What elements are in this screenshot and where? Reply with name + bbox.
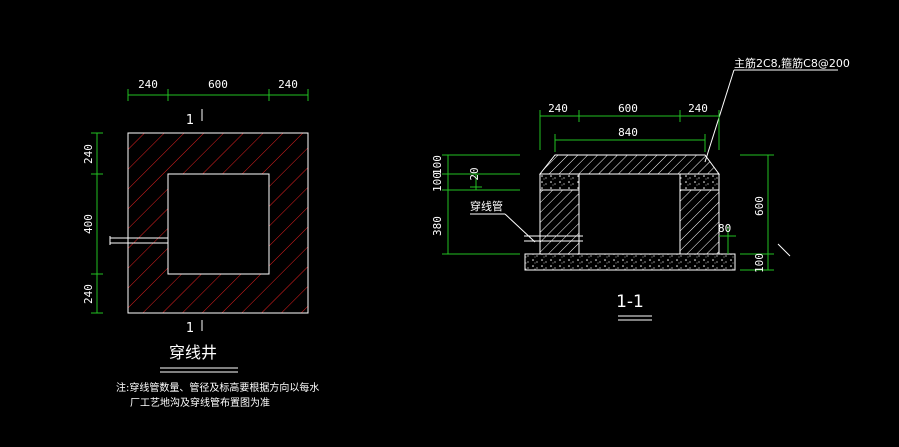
- section-dim-right-1: 600: [753, 196, 766, 216]
- section-left-dimension: 100 100 20 380: [431, 154, 520, 255]
- section-cover-slab: [538, 154, 720, 175]
- section-dim-top-1: 240: [548, 102, 568, 115]
- plan-view: 240 600 240 240 400 240 1 1 穿线井 注:穿线管数量、…: [82, 78, 319, 409]
- plan-dim-left-1: 240: [82, 144, 95, 164]
- section-beam-left: [539, 173, 580, 191]
- pipe-label: 穿线管: [470, 199, 503, 213]
- section-dim-80: 80: [718, 222, 731, 235]
- plan-dim-left-3: 240: [82, 284, 95, 304]
- plan-top-dimension: 240 600 240: [127, 78, 309, 101]
- plan-dim-top-2: 600: [208, 78, 228, 91]
- plan-section-marks: 1 1: [186, 109, 203, 336]
- section-dim-840: 840: [618, 126, 638, 139]
- plan-dim-top-3: 240: [278, 78, 298, 91]
- section-title: 1-1: [616, 292, 644, 312]
- plan-note-line2: 厂工艺地沟及穿线管布置图为准: [130, 396, 270, 409]
- section-dim-left-3: 20: [468, 167, 481, 180]
- section-view: 主筋2C8,箍筋C8@200 240 600 240 840: [431, 56, 850, 321]
- section-beam-right: [679, 173, 720, 191]
- section-dim-left-2: 100: [431, 172, 444, 192]
- section-dim-left-4: 380: [431, 216, 444, 236]
- section-dim-right-2: 100: [753, 253, 766, 273]
- plan-opening: [167, 173, 270, 275]
- rebar-leader: 主筋2C8,箍筋C8@200: [704, 56, 850, 163]
- section-base-slab: [524, 253, 736, 271]
- section-pipe: 穿线管: [470, 199, 583, 243]
- plan-pipe: [109, 236, 168, 245]
- section-top-dimension: 240 600 240: [539, 102, 720, 150]
- plan-dim-top-1: 240: [138, 78, 158, 91]
- section-right-wall: [679, 189, 720, 255]
- section-right-dimension: 600 100: [740, 154, 791, 273]
- section-mark-top: 1: [186, 113, 194, 128]
- section-small-dimension: 80: [718, 222, 736, 254]
- plan-note-line1: 注:穿线管数量、管径及标高要根据方向以每水: [116, 381, 319, 394]
- section-dim-left-1: 100: [431, 155, 444, 175]
- section-opening: [578, 173, 681, 255]
- section-left-wall: [539, 189, 580, 255]
- section-dim-top-2: 600: [618, 102, 638, 115]
- plan-left-dimension: 240 400 240: [82, 132, 103, 314]
- section-inner-dimension: 840: [554, 126, 706, 152]
- plan-title: 穿线井: [169, 343, 217, 362]
- plan-dim-left-2: 400: [82, 214, 95, 234]
- rebar-label: 主筋2C8,箍筋C8@200: [734, 56, 850, 70]
- section-dim-top-3: 240: [688, 102, 708, 115]
- section-mark-bottom: 1: [186, 321, 194, 336]
